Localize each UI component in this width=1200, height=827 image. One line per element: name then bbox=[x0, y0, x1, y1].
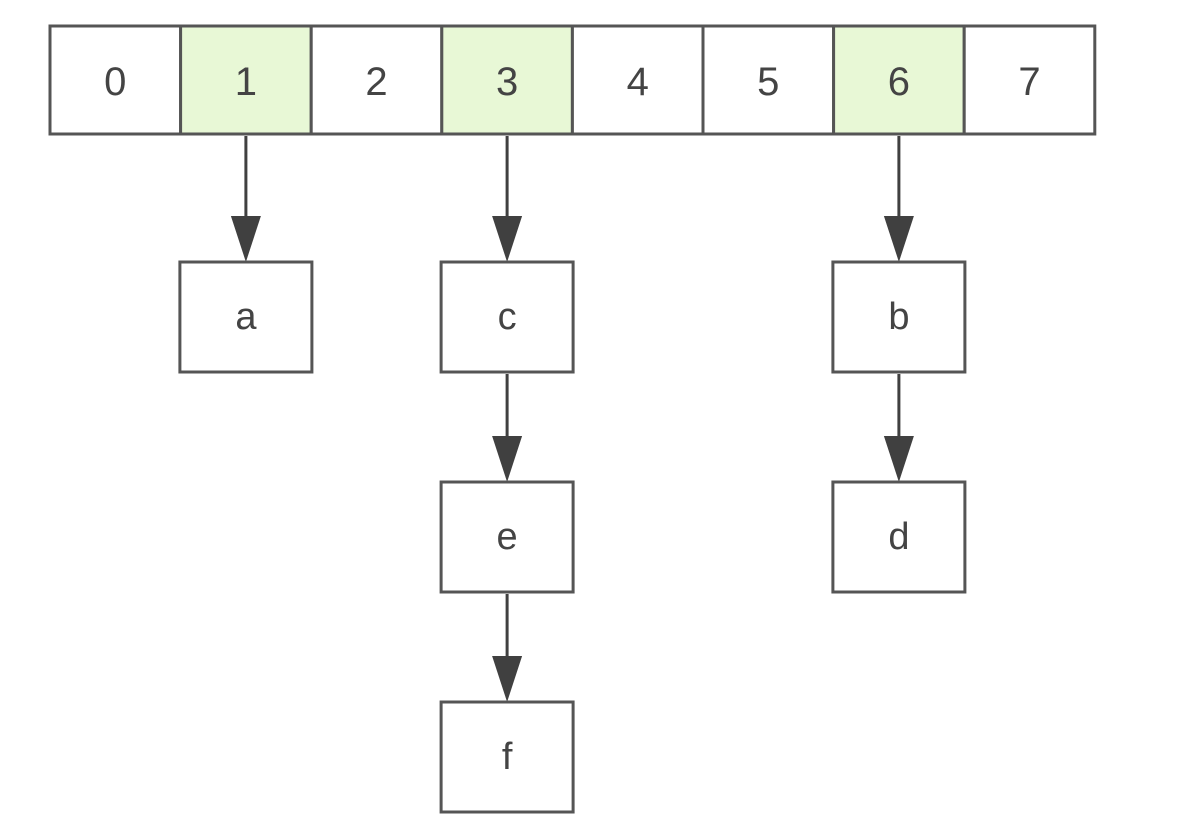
arrow-head bbox=[492, 436, 523, 482]
node-box bbox=[439, 260, 575, 374]
chain-node-b: b bbox=[831, 260, 967, 374]
arrow-to-node-a bbox=[230, 136, 261, 262]
node-label: d bbox=[888, 516, 909, 558]
bucket-array: 0 1 2 3 4 5 6 7 bbox=[48, 24, 1097, 136]
node-label: b bbox=[888, 296, 909, 338]
arrow-head bbox=[492, 656, 523, 702]
bucket-cell-4: 4 bbox=[570, 24, 705, 136]
arrow-head bbox=[883, 436, 914, 482]
bucket-index-label: 3 bbox=[496, 60, 518, 104]
bucket-cell-5: 5 bbox=[701, 24, 836, 136]
arrow-to-node-f bbox=[492, 594, 523, 702]
bucket-cell-box bbox=[701, 24, 836, 136]
bucket-index-label: 6 bbox=[888, 60, 910, 104]
bucket-cell-3: 3 bbox=[440, 24, 574, 136]
node-box bbox=[439, 480, 575, 594]
node-label: a bbox=[235, 296, 257, 338]
node-box bbox=[439, 700, 575, 814]
arrow-head bbox=[230, 216, 261, 262]
chain-node-c: c bbox=[439, 260, 575, 374]
bucket-index-label: 1 bbox=[235, 60, 257, 104]
node-box bbox=[831, 260, 967, 374]
node-box bbox=[831, 480, 967, 594]
bucket-index-label: 2 bbox=[365, 60, 387, 104]
node-label: f bbox=[502, 736, 513, 778]
bucket-cell-box bbox=[570, 24, 705, 136]
chain-nodes-layer: a c e f b d bbox=[178, 260, 967, 814]
bucket-index-label: 7 bbox=[1018, 60, 1040, 104]
bucket-index-label: 4 bbox=[627, 60, 649, 104]
chain-node-d: d bbox=[831, 480, 967, 594]
bucket-cell-2: 2 bbox=[309, 24, 444, 136]
bucket-index-label: 5 bbox=[757, 60, 779, 104]
arrow-to-node-e bbox=[492, 374, 523, 482]
bucket-cell-7: 7 bbox=[962, 24, 1097, 136]
bucket-cell-box bbox=[962, 24, 1097, 136]
bucket-cell-box bbox=[440, 24, 574, 136]
node-box bbox=[178, 260, 314, 374]
edges-layer bbox=[230, 136, 914, 702]
node-label: e bbox=[497, 516, 518, 558]
chain-node-e: e bbox=[439, 480, 575, 594]
node-label: c bbox=[498, 296, 517, 338]
arrow-head bbox=[492, 216, 523, 262]
bucket-cell-1: 1 bbox=[179, 24, 313, 136]
chain-node-a: a bbox=[178, 260, 314, 374]
bucket-cell-box bbox=[832, 24, 966, 136]
arrow-head bbox=[883, 216, 914, 262]
arrow-to-node-c bbox=[492, 136, 523, 262]
bucket-cell-0: 0 bbox=[48, 24, 183, 136]
arrow-to-node-b bbox=[883, 136, 914, 262]
bucket-cell-6: 6 bbox=[832, 24, 966, 136]
bucket-index-label: 0 bbox=[104, 60, 126, 104]
bucket-cell-box bbox=[48, 24, 183, 136]
chain-node-f: f bbox=[439, 700, 575, 814]
arrow-to-node-d bbox=[883, 374, 914, 482]
